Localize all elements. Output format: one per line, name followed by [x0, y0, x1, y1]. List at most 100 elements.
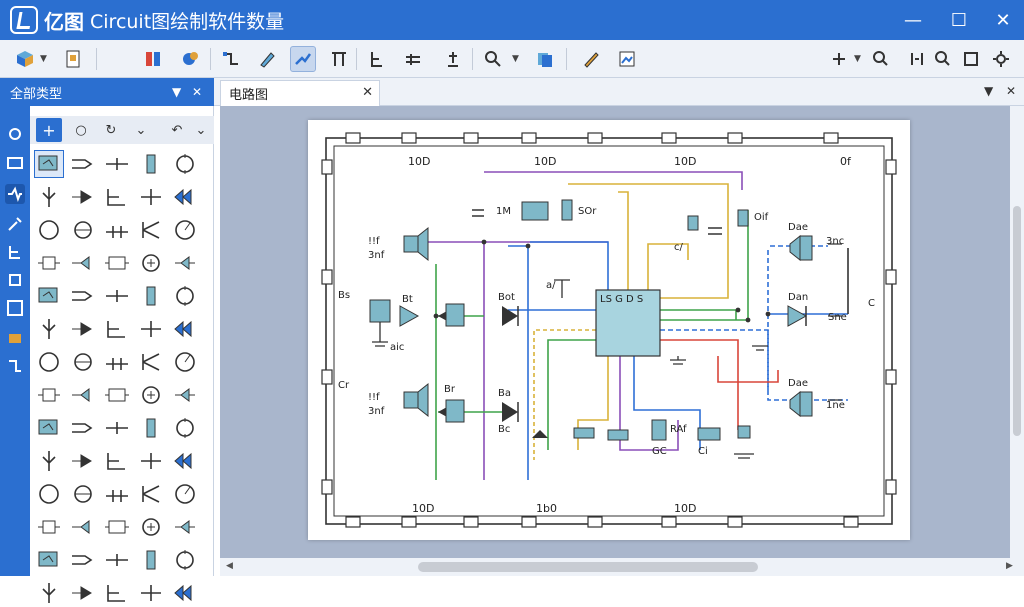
gear-category-icon[interactable]: [5, 124, 25, 144]
minimize-button[interactable]: —: [904, 9, 922, 31]
image-icon[interactable]: [614, 46, 640, 72]
speaker-right-bottom[interactable]: [799, 391, 813, 417]
palette-symbol-5-1[interactable]: [68, 315, 98, 343]
settings-icon[interactable]: [988, 46, 1014, 72]
palette-symbol-3-4[interactable]: [170, 249, 200, 277]
frame-category-icon[interactable]: [5, 298, 25, 318]
speaker-right-top[interactable]: [799, 235, 813, 261]
transistor-bottom[interactable]: [737, 425, 751, 439]
palette-symbol-12-0[interactable]: [34, 546, 64, 574]
palette-symbol-2-3[interactable]: [136, 216, 166, 244]
palette-symbol-2-0[interactable]: [34, 216, 64, 244]
resistor-bottom[interactable]: [651, 419, 667, 441]
palette-symbol-13-2[interactable]: [102, 579, 132, 607]
undo-icon[interactable]: ↶: [171, 122, 183, 138]
shapes-icon[interactable]: [178, 46, 204, 72]
palette-symbol-12-3[interactable]: [136, 546, 166, 574]
speaker-left-top[interactable]: [403, 235, 419, 253]
palette-symbol-10-0[interactable]: [34, 480, 64, 508]
palette-symbol-6-4[interactable]: [170, 348, 200, 376]
horizontal-scroll-thumb[interactable]: [418, 562, 758, 572]
zoom-icon[interactable]: [868, 46, 894, 72]
palette-symbol-11-1[interactable]: [68, 513, 98, 541]
palette-symbol-9-4[interactable]: [170, 447, 200, 475]
palette-symbol-8-2[interactable]: [102, 414, 132, 442]
maximize-button[interactable]: ☐: [950, 9, 968, 31]
palette-symbol-2-2[interactable]: [102, 216, 132, 244]
zoom-in-icon[interactable]: [930, 46, 956, 72]
palette-symbol-10-3[interactable]: [136, 480, 166, 508]
palette-symbol-4-0[interactable]: [34, 282, 64, 310]
package-category-icon[interactable]: [5, 328, 25, 348]
palette-symbol-1-2[interactable]: [102, 183, 132, 211]
vertical-scrollbar[interactable]: [1010, 106, 1024, 558]
panel-collapse-button[interactable]: ▼: [172, 85, 182, 99]
palette-symbol-9-0[interactable]: [34, 447, 64, 475]
document-tab[interactable]: 电路图 ✕: [220, 80, 380, 106]
palette-symbol-5-2[interactable]: [102, 315, 132, 343]
palette-symbol-6-1[interactable]: [68, 348, 98, 376]
palette-symbol-1-4[interactable]: [170, 183, 200, 211]
tab-close-icon[interactable]: ✕: [362, 85, 373, 100]
palette-symbol-8-0[interactable]: [34, 414, 64, 442]
wire-tool-icon[interactable]: [290, 46, 316, 72]
circle-tool-icon[interactable]: ○: [75, 122, 87, 138]
palette-symbol-6-2[interactable]: [102, 348, 132, 376]
monitor-category-icon[interactable]: [5, 154, 25, 174]
palette-symbol-13-1[interactable]: [68, 579, 98, 607]
capacitor-bottom-2[interactable]: [607, 429, 629, 441]
speaker-mid-bottom[interactable]: [445, 399, 465, 423]
scroll-left-icon[interactable]: ◀: [226, 561, 233, 571]
palette-symbol-11-4[interactable]: [170, 513, 200, 541]
palette-symbol-9-3[interactable]: [136, 447, 166, 475]
palette-symbol-8-3[interactable]: [136, 414, 166, 442]
drawing-canvas[interactable]: 10D 10D 10D 0f 10D 1b0 10D: [220, 106, 1010, 558]
connector-icon[interactable]: [218, 46, 244, 72]
capacitor-bottom-3[interactable]: [697, 427, 721, 441]
rotate-icon[interactable]: [826, 46, 852, 72]
circuit-category-icon[interactable]: [5, 184, 25, 204]
tab-menu-icon[interactable]: ▼: [984, 84, 994, 98]
palette-symbol-11-2[interactable]: [102, 513, 132, 541]
palette-symbol-9-1[interactable]: [68, 447, 98, 475]
capacitor-top-mid[interactable]: [561, 199, 573, 221]
palette-symbol-4-2[interactable]: [102, 282, 132, 310]
scroll-right-icon[interactable]: ▶: [1006, 561, 1013, 571]
diode-left[interactable]: [399, 305, 420, 327]
palette-symbol-6-3[interactable]: [136, 348, 166, 376]
palette-symbol-4-3[interactable]: [136, 282, 166, 310]
edit-icon[interactable]: [578, 46, 604, 72]
resize-icon[interactable]: [326, 46, 352, 72]
pane-close-icon[interactable]: ✕: [1006, 84, 1017, 98]
panel-close-button[interactable]: ✕: [192, 85, 203, 99]
palette-symbol-9-2[interactable]: [102, 447, 132, 475]
palette-symbol-0-2[interactable]: [102, 150, 132, 178]
palette-symbol-2-4[interactable]: [170, 216, 200, 244]
speaker-left-bottom[interactable]: [403, 391, 419, 409]
refresh-icon[interactable]: ↻: [105, 122, 117, 138]
palette-symbol-1-3[interactable]: [136, 183, 166, 211]
palette-symbol-7-3[interactable]: [136, 381, 166, 409]
anchor-icon[interactable]: [440, 46, 466, 72]
speaker-mid[interactable]: [445, 303, 465, 327]
palette-symbol-7-2[interactable]: [102, 381, 132, 409]
capacitor-top-left[interactable]: [521, 201, 549, 221]
capacitor-bottom-1[interactable]: [573, 427, 595, 439]
component-left-block[interactable]: [369, 299, 391, 323]
palette-symbol-0-1[interactable]: [68, 150, 98, 178]
palette-symbol-11-3[interactable]: [136, 513, 166, 541]
palette-symbol-5-4[interactable]: [170, 315, 200, 343]
palette-symbol-1-1[interactable]: [68, 183, 98, 211]
palette-symbol-3-0[interactable]: [34, 249, 64, 277]
palette-symbol-8-4[interactable]: [170, 414, 200, 442]
drawing-sheet[interactable]: 10D 10D 10D 0f 10D 1b0 10D: [308, 120, 910, 540]
palette-symbol-10-1[interactable]: [68, 480, 98, 508]
dropdown-icon[interactable]: ⌄: [135, 122, 147, 138]
horizontal-scrollbar[interactable]: ◀ ▶: [220, 558, 1024, 576]
palette-symbol-11-0[interactable]: [34, 513, 64, 541]
new-file-icon[interactable]: [60, 46, 86, 72]
ic-chip[interactable]: [595, 289, 661, 357]
palette-symbol-10-4[interactable]: [170, 480, 200, 508]
capacitor-mid[interactable]: [687, 215, 699, 231]
palette-symbol-4-4[interactable]: [170, 282, 200, 310]
